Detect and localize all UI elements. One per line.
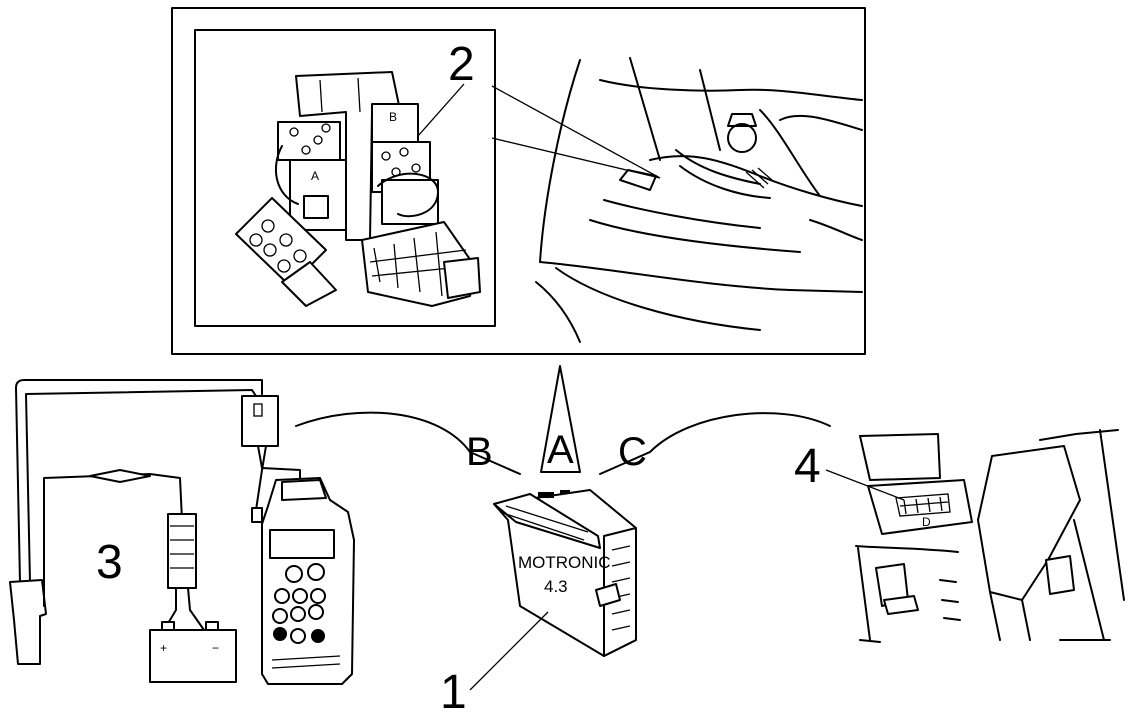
connection-label-c: C [618, 430, 647, 474]
callout-1-leader [469, 611, 549, 691]
callout-2: 2 [448, 38, 475, 91]
socket-glyph: D [922, 515, 931, 529]
inline-fuse [89, 469, 151, 483]
relay-b-glyph: B [389, 110, 397, 124]
callout-4-leader [825, 469, 905, 501]
test-equipment [9, 379, 355, 685]
relay-box-inset-frame [194, 29, 496, 327]
diagnostic-socket [867, 479, 973, 535]
gear-lever [977, 445, 1081, 601]
top-panel: B A 2 [171, 7, 866, 355]
ecu-brand-label: MOTRONIC [518, 553, 611, 572]
ecu-module [493, 489, 637, 657]
inline-filter [167, 513, 197, 589]
callout-1: 1 [440, 666, 467, 712]
zoom-wedge [491, 85, 661, 179]
connection-label-a: A [547, 428, 574, 472]
callout-2-leader [417, 83, 465, 137]
relay-a-glyph: A [311, 169, 319, 183]
main-cable [15, 379, 263, 583]
handheld-tester [261, 477, 355, 685]
battery [149, 629, 237, 683]
callout-4: 4 [794, 440, 821, 493]
battery-minus-glyph: − [212, 641, 219, 655]
arrow-a [540, 365, 581, 473]
engine-bay-drawing [535, 57, 863, 343]
diagnostic-plug [9, 579, 47, 665]
callout-3: 3 [96, 536, 123, 589]
tester-screen [269, 529, 335, 559]
fuse-relay-box-drawing [235, 71, 481, 307]
ecu-version-label: 4.3 [544, 577, 568, 596]
connection-label-b: B [466, 430, 493, 474]
arrow-c [599, 412, 831, 475]
arrow-b [295, 411, 521, 475]
battery-plus-glyph: + [160, 641, 167, 655]
connection-arrows [295, 365, 831, 475]
top-panel-frame [171, 7, 866, 355]
center-console [855, 429, 1125, 643]
